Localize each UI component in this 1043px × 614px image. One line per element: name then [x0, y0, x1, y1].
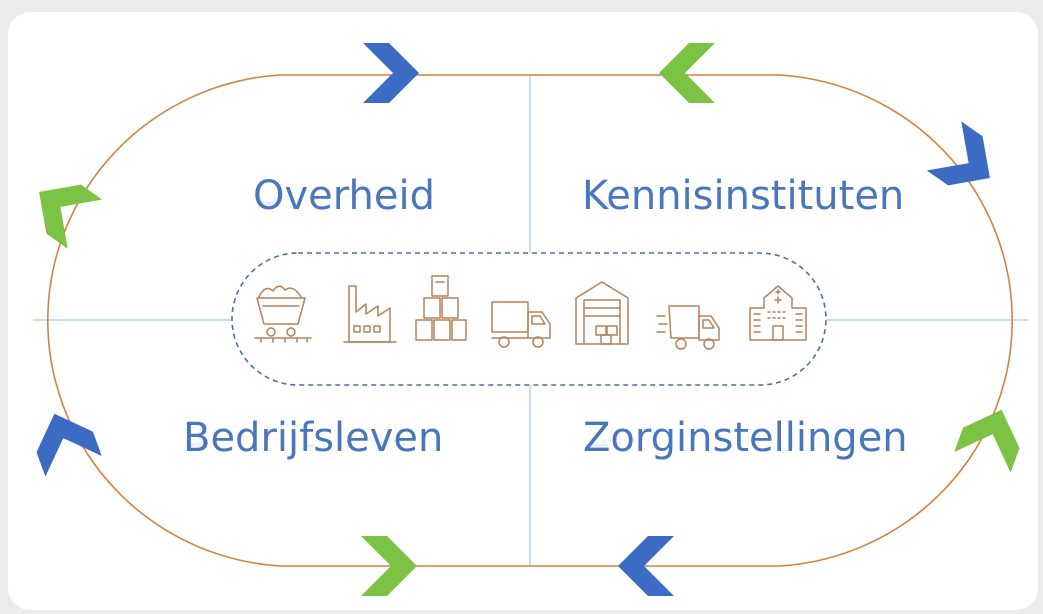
boxes-icon: [415, 275, 467, 341]
mine-cart-icon: [254, 285, 312, 343]
arrow-left-bottom: [26, 403, 102, 477]
label-overheid: Overheid Overheid: [253, 176, 435, 222]
diagram-card: [8, 12, 1038, 610]
arrow-left-top: [21, 167, 103, 249]
arrow-right-top: [926, 121, 1008, 203]
label-kennisinstituten-reflection: Kennisinstituten: [582, 194, 904, 208]
label-kennisinstituten: Kennisinstituten Kennisinstituten: [582, 176, 904, 222]
label-overheid-text: Overheid: [253, 173, 435, 219]
delivery-truck-icon: [656, 305, 720, 350]
factory-icon: [343, 285, 397, 343]
label-zorginstellingen-text: Zorginstellingen: [583, 415, 908, 461]
arrow-top-left: [363, 43, 419, 103]
center-pill: [231, 252, 827, 386]
hospital-icon: [749, 285, 807, 341]
label-bedrijfsleven-reflection: Bedrijfsleven: [183, 436, 443, 450]
arrow-right-bottom: [954, 399, 1030, 473]
label-zorginstellingen-reflection: Zorginstellingen: [583, 436, 908, 450]
warehouse-icon: [575, 281, 629, 345]
label-bedrijfsleven: Bedrijfsleven Bedrijfsleven: [183, 418, 443, 464]
label-kennisinstituten-text: Kennisinstituten: [582, 173, 905, 219]
arrow-top-right: [659, 43, 715, 103]
label-overheid-reflection: Overheid: [253, 194, 435, 208]
label-zorginstellingen: Zorginstellingen Zorginstellingen: [583, 418, 908, 464]
label-bedrijfsleven-text: Bedrijfsleven: [183, 415, 444, 461]
truck-icon: [491, 301, 551, 348]
